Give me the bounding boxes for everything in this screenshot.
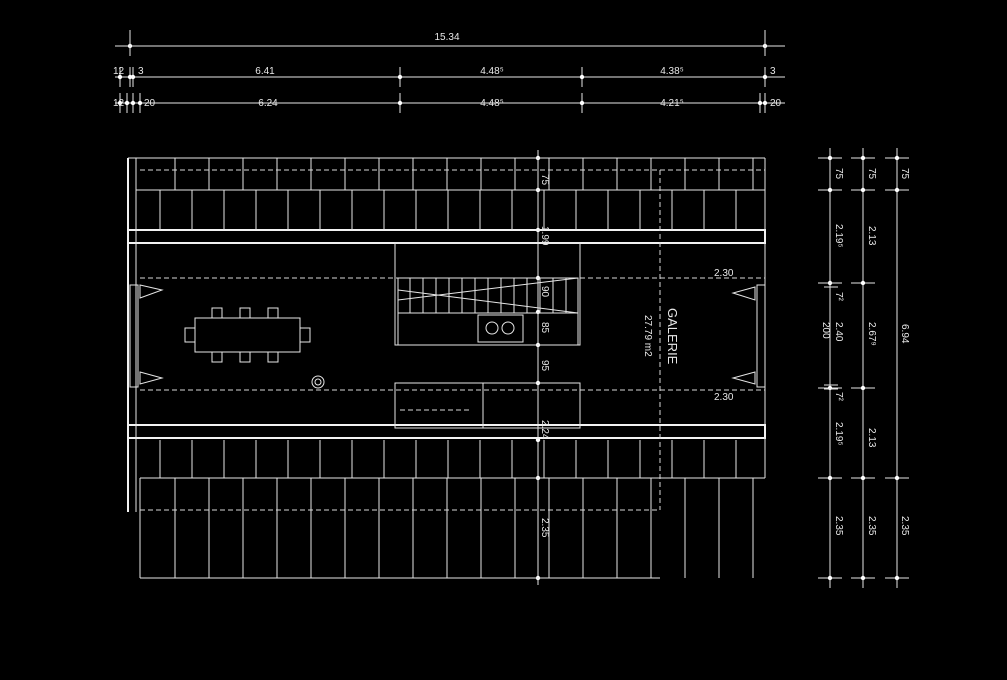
svg-text:75: 75 (833, 168, 844, 180)
dim-center-5: 2.24 (539, 420, 550, 440)
svg-text:2.35: 2.35 (833, 516, 844, 536)
chair (211, 351, 223, 363)
chair (299, 327, 311, 343)
dimension-node (894, 575, 900, 581)
dim-center-1: 1.99 (539, 226, 550, 246)
svg-text:2.13: 2.13 (866, 226, 877, 246)
dimension-node (860, 575, 866, 581)
dimension-node (757, 100, 763, 106)
dim-top-r1-0: 12 (113, 66, 125, 77)
dimension-node (860, 475, 866, 481)
dim-top-r2-3: 4.48⁵ (480, 98, 504, 109)
dimension-node (827, 187, 833, 193)
dim-center-4: 95 (539, 360, 550, 372)
dimension-node (860, 187, 866, 193)
dim-center-2: 90 (539, 286, 550, 298)
svg-text:75: 75 (866, 168, 877, 180)
dim-top-r2-5: 20 (770, 98, 782, 109)
chair (211, 307, 223, 319)
cabinet (394, 382, 581, 429)
chair (239, 351, 251, 363)
svg-text:2.40: 2.40 (833, 322, 844, 342)
dimension-node (762, 100, 768, 106)
dimension-node (579, 100, 585, 106)
dimension-node (124, 100, 130, 106)
dim-top-r2-4: 4.21⁵ (660, 98, 684, 109)
dimension-node (894, 155, 900, 161)
window-opening (139, 284, 164, 299)
dimension-node (397, 74, 403, 80)
dimension-node (827, 575, 833, 581)
dimension-node (827, 475, 833, 481)
svg-text:7²: 7² (833, 392, 844, 402)
chair (184, 327, 196, 343)
svg-text:6.94: 6.94 (899, 324, 910, 344)
lower-wall (127, 424, 766, 439)
dining-table (194, 317, 301, 353)
dimension-node (579, 74, 585, 80)
dim-center-3: 85 (539, 322, 550, 334)
svg-text:2.35: 2.35 (866, 516, 877, 536)
window-opening (731, 371, 756, 385)
stair-line (397, 277, 579, 301)
dimension-node (137, 100, 143, 106)
dim-center-0: 75 (539, 174, 550, 186)
dimension-node (130, 74, 136, 80)
upper-wall (127, 229, 766, 244)
dim-top-r2-2: 6.24 (258, 98, 278, 109)
window-right (756, 284, 766, 388)
dimension-node (860, 155, 866, 161)
dimension-node (117, 74, 123, 80)
dim-galerie-bottom: 2.30 (714, 392, 734, 403)
dimension-node (827, 155, 833, 161)
window-opening (139, 371, 164, 385)
svg-text:2.19⁵: 2.19⁵ (833, 224, 844, 248)
chair (239, 307, 251, 319)
svg-text:2.67⁹: 2.67⁹ (866, 322, 877, 346)
plan-geometry (115, 30, 909, 588)
dim-center-6: 2.35 (539, 518, 550, 538)
svg-text:7²: 7² (833, 292, 844, 302)
svg-text:2.35: 2.35 (899, 516, 910, 536)
dimension-node (894, 475, 900, 481)
svg-text:2.13: 2.13 (866, 428, 877, 448)
dim-galerie-top: 2.30 (714, 268, 734, 279)
stair-line (397, 289, 579, 314)
chair (267, 307, 279, 319)
kitchen-counter (397, 312, 579, 346)
sink-bowl (501, 321, 515, 335)
dim-overall: 15.34 (434, 32, 459, 43)
dimension-node (894, 187, 900, 193)
dim-top-r1-1: 3 (138, 66, 144, 77)
dimension-node (762, 74, 768, 80)
right-dimension-labels: 75 2.19⁵ 7² 2.40 200 7² 2.19⁵ 2.35 75 2.… (820, 168, 910, 536)
svg-text:75: 75 (899, 168, 910, 180)
stove-icon-inner (314, 378, 322, 386)
svg-text:2.19⁵: 2.19⁵ (833, 422, 844, 446)
dim-top-r1-4: 4.38⁵ (660, 66, 684, 77)
dimension-node (827, 385, 833, 391)
dimension-node (397, 100, 403, 106)
dim-top-r2-1: 20 (144, 98, 156, 109)
dim-top-r1-3: 4.48⁵ (480, 66, 504, 77)
stove-icon (311, 375, 325, 389)
window-opening (731, 286, 756, 301)
room-label: GALERIE (665, 308, 680, 365)
dimension-node (117, 100, 123, 106)
dim-top-r1-2: 6.41 (255, 66, 275, 77)
dimension-node (860, 385, 866, 391)
room-area: 27.79 m2 (642, 315, 653, 357)
dim-top-r1-5: 3 (770, 66, 776, 77)
sink (477, 314, 524, 343)
sink-bowl (485, 321, 499, 335)
dim-top-r2-0: 12 (113, 98, 125, 109)
dimension-node (130, 100, 136, 106)
chair (267, 351, 279, 363)
dimension-node (860, 280, 866, 286)
window-left (129, 284, 139, 388)
svg-text:200: 200 (820, 322, 831, 339)
